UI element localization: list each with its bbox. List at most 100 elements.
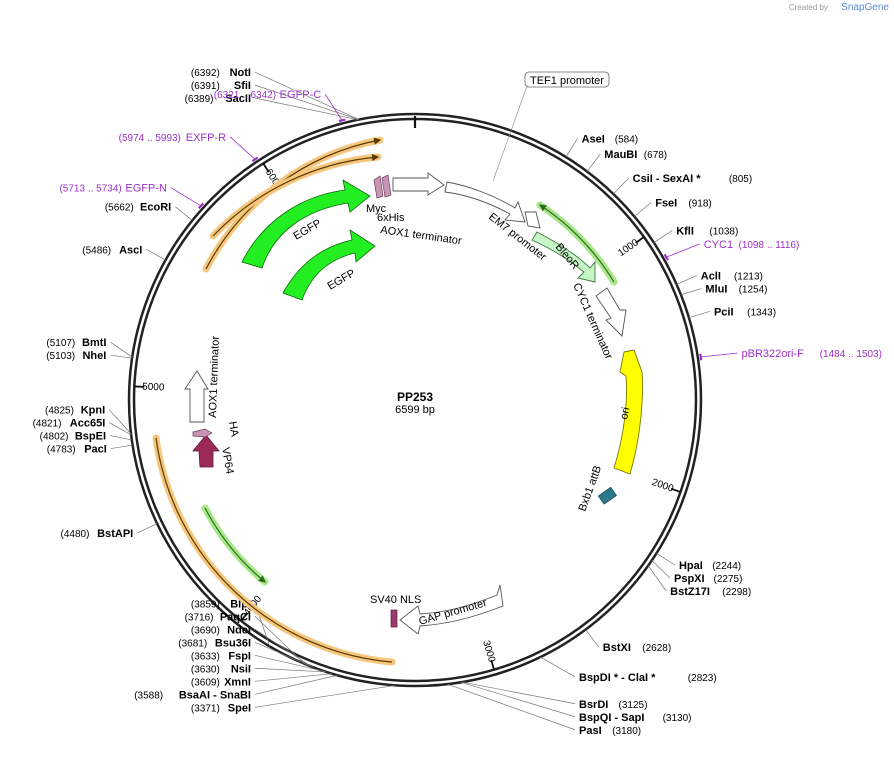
- enzyme-name: NsiI: [231, 663, 251, 675]
- ha-tag-arrow[interactable]: [192, 428, 213, 438]
- scale-tick-1000: [635, 236, 645, 244]
- cyc1-terminator-arrow[interactable]: [595, 287, 627, 337]
- enzyme-site-pasi[interactable]: PasI(3180): [579, 725, 641, 737]
- enzyme-leader-noti: [254, 71, 360, 120]
- enzyme-site-pspxi[interactable]: PspXI (2275): [674, 573, 742, 585]
- enzyme-site-maubi[interactable]: MauBI(678): [604, 149, 667, 161]
- primer-leader-egfp-n: [170, 187, 202, 207]
- enzyme-site-bstxi[interactable]: BstXI(2628): [603, 642, 671, 654]
- ori-label: ori: [618, 406, 632, 420]
- his-tag-arrow[interactable]: [381, 174, 392, 198]
- enzyme-site-sfii[interactable]: SfiI(6391): [191, 80, 251, 92]
- enzyme-site-asci[interactable]: AscI(5486): [82, 244, 142, 256]
- primer-mark-exfp-r: [251, 156, 259, 163]
- primer-name: CYC1: [704, 239, 733, 251]
- enzyme-name: Bsu36I: [215, 637, 251, 649]
- enzyme-site-fspi[interactable]: FspI(3633): [191, 650, 251, 662]
- enzyme-site-ecori[interactable]: EcoRI(5662): [105, 202, 171, 214]
- enzyme-position: (918): [688, 198, 711, 209]
- enzyme-site-paci[interactable]: PacI(4783): [47, 444, 107, 456]
- enzyme-site-paqci[interactable]: PaqCI(3716): [185, 611, 251, 623]
- enzyme-position: (584): [615, 134, 638, 145]
- aox1-terminator-top-arrow[interactable]: [392, 172, 445, 196]
- bxb1-attb-feature[interactable]: [597, 486, 617, 505]
- enzyme-site-bsrdi[interactable]: BsrDI(3125): [579, 699, 647, 711]
- enzyme-site-bsu36i[interactable]: Bsu36I (3681): [178, 637, 251, 649]
- tef1-label-box: [524, 71, 610, 88]
- primer-pbr322ori-f[interactable]: pBR322ori-F(1484 .. 1503): [741, 348, 881, 360]
- tef1-promoter-arrow[interactable]: [444, 181, 526, 223]
- enzyme-site-bsaai[interactable]: BsaAI - SnaBI(3588): [134, 689, 251, 701]
- enzyme-site-nsii[interactable]: NsiI(3630): [191, 663, 251, 675]
- enzyme-position: (4825): [45, 406, 74, 417]
- enzyme-site-sacii[interactable]: SacII(6389): [185, 93, 251, 105]
- enzyme-position: (2628): [642, 643, 671, 654]
- em7-promoter-arrow[interactable]: [524, 211, 541, 229]
- vp64-feature-arrow[interactable]: [192, 434, 220, 468]
- enzyme-position: (3681): [178, 638, 207, 649]
- enzyme-leader-mlui: [680, 288, 702, 296]
- enzyme-site-kpni[interactable]: KpnI(4825): [45, 405, 105, 417]
- enzyme-leader-asei: [565, 138, 578, 158]
- enzyme-position: (2275): [714, 574, 743, 585]
- enzyme-site-hpai[interactable]: HpaI(2244): [679, 560, 741, 572]
- enzyme-leader-bsaai: [254, 674, 338, 695]
- enzyme-leader-acc65i: [109, 422, 132, 436]
- enzyme-site-xmni[interactable]: XmnI(3609): [191, 676, 251, 688]
- myc-tag-arrow[interactable]: [373, 175, 384, 199]
- enzyme-site-bspdi[interactable]: BspDI * - ClaI *(2823): [579, 672, 717, 684]
- primer-exfp-r[interactable]: EXFP-R(5974 .. 5993): [119, 132, 227, 144]
- enzyme-leader-hpai: [656, 553, 676, 566]
- enzyme-site-bspqi[interactable]: BspQI - SapI(3130): [579, 712, 692, 724]
- enzyme-name: FspI: [228, 650, 251, 662]
- primer-sites: EGFP-C(6321 .. 6342) EXFP-R(5974 .. 5993)…: [59, 89, 882, 361]
- primer-egfp-n[interactable]: EGFP-N(5713 .. 5734): [59, 183, 167, 195]
- enzyme-name: PasI: [579, 725, 602, 737]
- enzyme-leader-fspi: [254, 654, 326, 673]
- enzyme-site-ndei[interactable]: NdeI (3690): [191, 624, 251, 636]
- enzyme-leader-nhei: [110, 354, 133, 359]
- enzyme-site-acli[interactable]: AclI(1213): [701, 271, 763, 283]
- enzyme-position: (4802): [40, 432, 69, 443]
- enzyme-name: BsaAI - SnaBI: [179, 689, 251, 701]
- enzyme-site-asei[interactable]: AseI(584): [582, 133, 639, 145]
- enzyme-site-csii[interactable]: CsiI - SexAI *(805): [633, 173, 753, 185]
- primer-position: (6321 .. 6342): [214, 90, 276, 101]
- enzyme-site-spei[interactable]: SpeI(3371): [191, 702, 251, 714]
- enzyme-site-acc65i[interactable]: Acc65I(4821): [33, 418, 106, 430]
- enzyme-leader-bsrdi: [462, 681, 576, 705]
- enzyme-site-bmti[interactable]: BmtI(5107): [46, 337, 106, 349]
- enzyme-leader-bstapi: [137, 523, 158, 534]
- enzyme-site-nhei[interactable]: NheI(5103): [46, 350, 106, 362]
- enzyme-site-bstz17i[interactable]: BstZ17I(2298): [670, 586, 751, 598]
- enzyme-site-mlui[interactable]: MluI(1254): [705, 284, 767, 296]
- enzyme-name: HpaI: [679, 560, 703, 572]
- enzyme-leader-pasi: [447, 683, 576, 731]
- enzyme-position: (3130): [663, 713, 692, 724]
- enzyme-leader-kpni: [108, 409, 132, 434]
- enzyme-position: (678): [644, 150, 667, 161]
- enzyme-site-noti[interactable]: NotI(6392): [191, 67, 251, 79]
- enzyme-leader-bspdi: [540, 656, 576, 678]
- enzyme-leader-sacii: [254, 97, 359, 121]
- enzyme-name: NdeI: [227, 624, 251, 636]
- egfp-feature-arrow-2[interactable]: [282, 229, 376, 301]
- enzyme-site-bspei[interactable]: BspEI(4802): [40, 431, 106, 443]
- enzyme-site-fsei[interactable]: FseI(918): [655, 197, 712, 209]
- bleor-feature-arrow[interactable]: [531, 231, 596, 283]
- sv40-nls-feature[interactable]: [390, 609, 398, 628]
- gap-promoter-arrow[interactable]: [399, 584, 504, 635]
- enzyme-site-bstapi[interactable]: BstAPI(4480): [61, 528, 134, 540]
- enzyme-name: PspXI: [674, 573, 705, 585]
- egfp-feature-arrow-1[interactable]: [241, 179, 371, 269]
- enzyme-site-pcii[interactable]: PciI(1343): [714, 306, 776, 318]
- primer-cyc1[interactable]: CYC1(1098 .. 1116): [704, 239, 800, 251]
- enzyme-site-kfli[interactable]: KflI(1038): [676, 226, 738, 238]
- aox1-terminator-left-arrow[interactable]: [184, 370, 209, 423]
- enzyme-position: (3690): [191, 625, 220, 636]
- enzyme-leader-csii: [613, 177, 629, 195]
- primer-egfp-c[interactable]: EGFP-C(6321 .. 6342): [214, 89, 322, 101]
- primer-mark-cyc1: [663, 253, 669, 261]
- ori-feature-arrow[interactable]: [613, 349, 643, 475]
- primer-name: EGFP-N: [125, 183, 167, 195]
